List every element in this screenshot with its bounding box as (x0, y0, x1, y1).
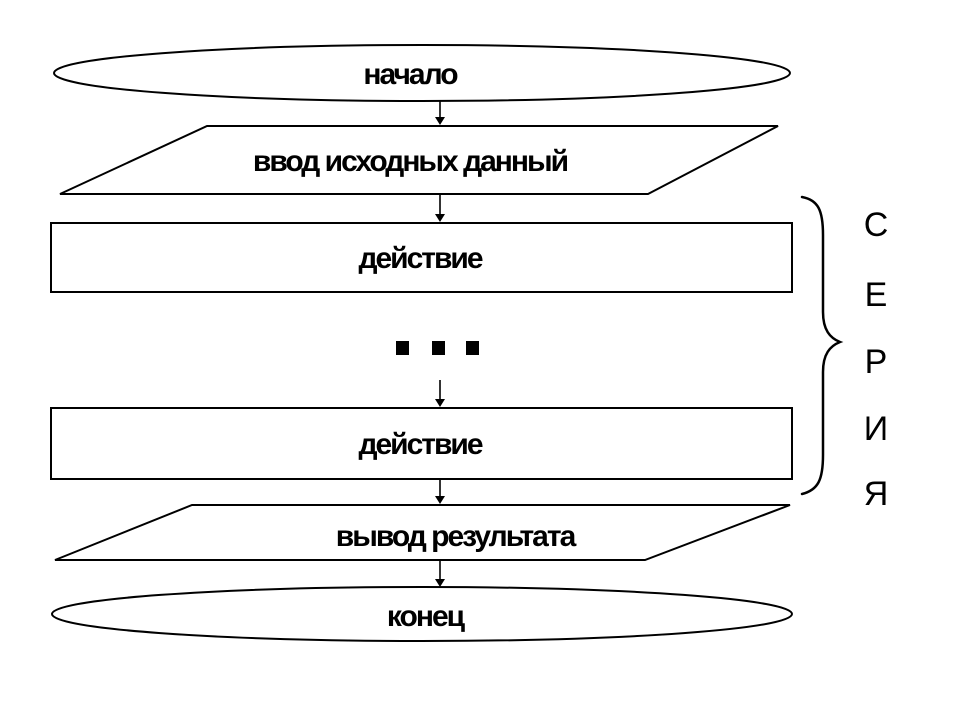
series-letter-5: Я (864, 475, 889, 513)
connector-dots-action2 (435, 380, 445, 407)
series-brace (800, 195, 844, 496)
input-block: ввод исходных данный (59, 125, 779, 195)
end-ellipse (51, 586, 793, 642)
action-label-1: действие (358, 242, 482, 275)
input-parallelogram (59, 125, 779, 195)
series-label: С Е Р И Я (864, 206, 889, 513)
ellipsis-dots (396, 341, 479, 355)
action-label-2: действие (358, 428, 482, 461)
output-parallelogram (54, 504, 791, 561)
input-label: ввод исходных данный (253, 145, 568, 178)
output-label: вывод результата (336, 520, 577, 553)
output-block: вывод результата (54, 504, 791, 561)
ellipsis-dot-3 (466, 341, 479, 355)
start-ellipse (53, 44, 791, 102)
action-rect-1 (50, 222, 793, 293)
start-label: начало (363, 58, 458, 91)
start-terminator: начало (53, 44, 791, 102)
ellipsis-dot-1 (396, 341, 409, 355)
end-terminator: конец (51, 586, 793, 642)
series-letter-3: Р (865, 343, 888, 381)
series-letter-1: С (864, 206, 889, 244)
connector-start-input (435, 101, 445, 125)
ellipsis-dot-2 (432, 341, 445, 355)
connector-output-end (435, 560, 445, 587)
action-rect-2 (50, 407, 793, 480)
action-block-1: действие (50, 222, 793, 293)
series-letter-2: Е (865, 276, 888, 314)
action-block-2: действие (50, 407, 793, 480)
connector-action2-output (435, 479, 445, 504)
series-letter-4: И (864, 410, 888, 448)
connector-input-action1 (435, 194, 445, 222)
end-label: конец (387, 600, 466, 633)
